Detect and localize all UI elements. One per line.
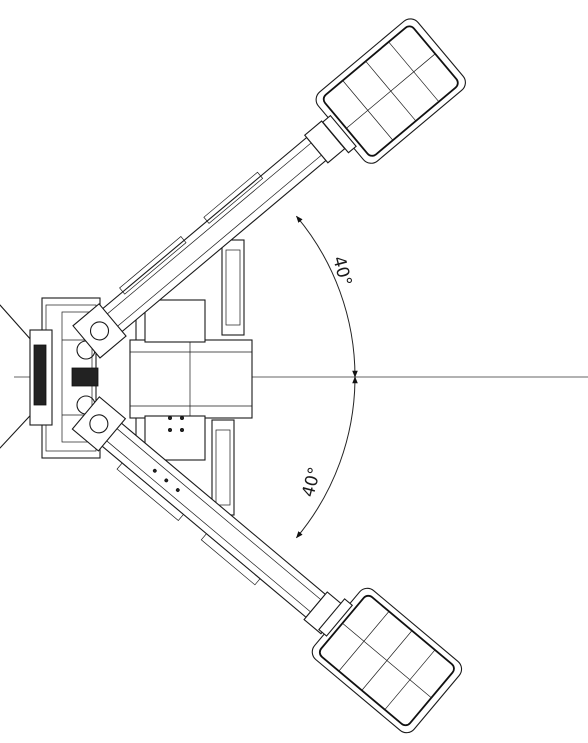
lower-angle-arc	[296, 376, 358, 539]
lower-angle-label: 40°	[299, 465, 326, 499]
upper-basket	[315, 18, 466, 164]
upper-boom	[72, 114, 354, 359]
upper-angle-label: 40°	[328, 254, 355, 288]
lower-basket	[311, 587, 463, 734]
upper-angle-arc	[296, 215, 358, 378]
